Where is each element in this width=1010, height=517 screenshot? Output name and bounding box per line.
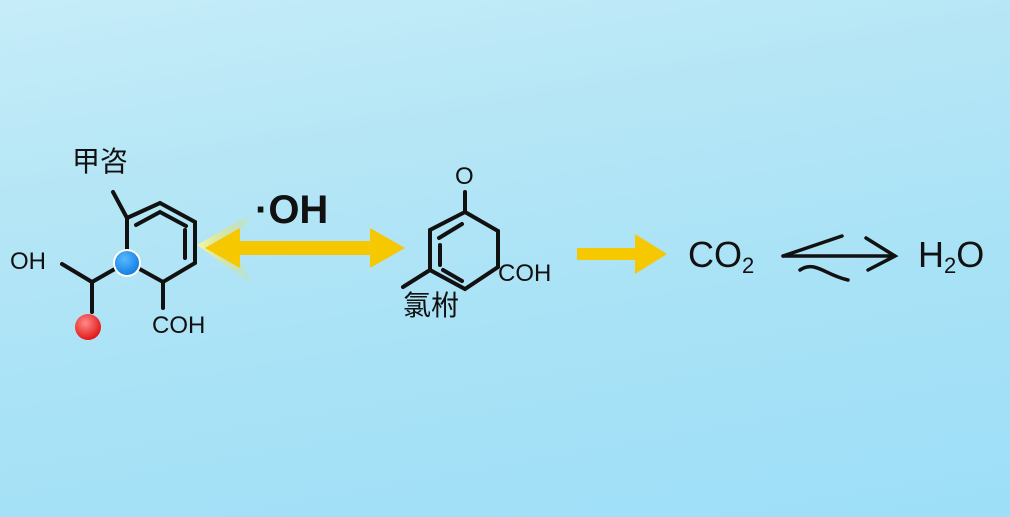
molecule-1-label: 甲咨 [72,145,129,178]
carbonyl-group-label: COH [152,312,206,339]
equilibrium-arrow-icon [781,234,899,282]
forward-arrow-icon [577,234,667,274]
double-arrow-icon [205,228,405,268]
ketone-oxygen-label: O [455,163,474,190]
red-atom [75,314,101,340]
hydroxyl-radical-label: ·OH [255,188,329,232]
molecule-2-label: 氯柎 [403,289,460,322]
hydroxyl-group-label: OH [10,248,46,275]
co2-label: CO2 [688,234,755,278]
molecule-2-bonds [401,190,500,292]
molecule-2-coh-label: COH [498,260,552,287]
blue-atom [113,249,141,277]
h2o-label: H2O [918,234,985,278]
